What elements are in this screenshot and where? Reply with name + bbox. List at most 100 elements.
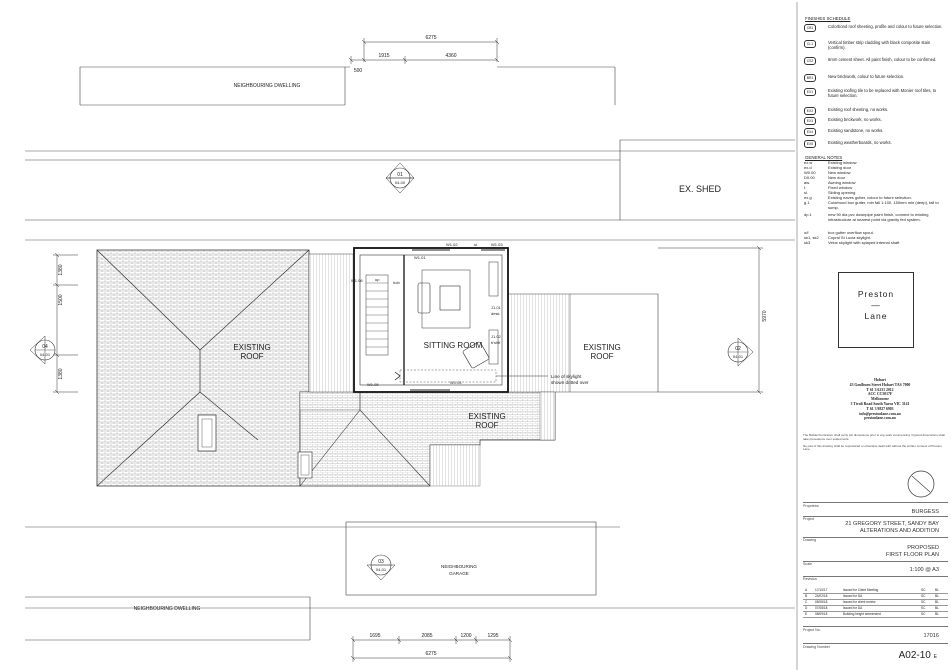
label-j01-desk: desk — [491, 311, 499, 316]
contact-line: T 61 3 6231 2012 — [866, 387, 894, 392]
dim-bottom-c: 1200 — [460, 633, 471, 639]
note-desc: Velux skylight with splayed internal sha… — [828, 240, 900, 245]
disclaimer: The Builder/Contractor shall verify job … — [803, 433, 948, 452]
project-label: Project — [803, 517, 815, 521]
label-ex-shed: EX. SHED — [679, 184, 722, 194]
label-w05: W1.05 — [367, 382, 379, 387]
note-desc: New door — [828, 175, 846, 180]
label-w02: W1.02 — [446, 242, 458, 247]
section-02-num: 02 — [735, 346, 741, 352]
rev-chk: BL — [935, 606, 939, 610]
drawing-label: Drawing — [803, 538, 817, 542]
note-abbrev: sl. — [804, 190, 808, 195]
divider — [803, 502, 948, 503]
section-03-num: 03 — [378, 559, 384, 565]
section-01-ref: 04-00 — [395, 180, 406, 185]
label-existing-roof-right-1: EXISTING — [583, 343, 620, 352]
finish-code: EX2 — [804, 107, 816, 115]
finish-desc: Existing weatherboards, no works. — [828, 140, 892, 145]
rev-by: SC — [921, 612, 926, 616]
label-existing-roof-mid-1: EXISTING — [468, 412, 505, 421]
dim-top-a: 1915 — [378, 53, 389, 59]
rev-desc: Issued for client review — [843, 600, 876, 604]
finish-code: CS2 — [804, 57, 816, 65]
note-abbrev: sk3 — [804, 240, 811, 245]
note-desc: Copral St Lucia skylight. — [828, 235, 871, 240]
title-block: FINISHES SCHEDULE GENERAL NOTES — [800, 0, 951, 672]
section-04-num: 04 — [42, 344, 48, 350]
label-skylight-note-2: shown dotted over — [551, 380, 589, 385]
note-abbrev: aw. — [804, 180, 811, 185]
bottom-dimension — [350, 636, 513, 662]
logo-line-1: Preston — [857, 289, 895, 299]
disclaimer-1: The Builder/Contractor shall verify job … — [803, 433, 945, 441]
rev-letter: E — [805, 612, 808, 616]
finish-code: EX1 — [804, 88, 816, 96]
label-skylight-note-1: Line of skylight — [551, 374, 582, 379]
existing-roof-middle — [297, 391, 556, 487]
neighbouring-dwelling-top — [79, 66, 616, 106]
revision-label: Revision — [803, 577, 817, 581]
dim-bottom-a: 1695 — [369, 633, 380, 639]
label-hob: hob — [393, 280, 400, 285]
dim-left-a: 1380 — [58, 264, 64, 275]
rev-chk: BL — [935, 600, 939, 604]
finish-code: EX4 — [804, 128, 816, 136]
note-abbrev: dp.1 — [804, 212, 812, 217]
boundary-lines — [25, 150, 795, 609]
dim-top-b: 4360 — [445, 53, 456, 59]
divider — [803, 626, 948, 627]
general-notes-title: GENERAL NOTES — [805, 155, 843, 160]
label-existing-roof-right-2: ROOF — [590, 352, 613, 361]
rev-desc: Issued for Client Meeting — [843, 588, 879, 592]
existing-roof-left — [96, 249, 310, 487]
contact-line: ACC CC5017F — [867, 392, 893, 397]
rev-letter: B — [805, 594, 808, 598]
finish-code: BR1 — [804, 74, 816, 82]
note-abbrev: ex.d — [804, 165, 812, 170]
section-marker-02 — [727, 337, 754, 367]
divider — [803, 516, 948, 517]
logo-line-3: Lane — [864, 311, 888, 321]
finishes-title: FINISHES SCHEDULE — [805, 16, 851, 21]
drawing-number-label: Drawing Number — [803, 645, 830, 649]
note-abbrev: ex.g — [804, 195, 812, 200]
dim-left-c: 1380 — [58, 368, 64, 379]
note-abbrev: sk1, sk2 — [804, 235, 819, 240]
contact-line: Melbourne — [871, 397, 889, 402]
section-01-num: 01 — [397, 172, 403, 178]
label-neighbouring-garage-1: NEIGHBOURING — [441, 564, 477, 569]
project-no-label: Project No. — [803, 628, 821, 632]
label-neighbouring-dwelling-bottom: NEIGHBOURING DWELLING — [134, 606, 201, 612]
note-desc: Colorbond box gutter, min fall 1:100, 15… — [828, 200, 939, 210]
rev-date: 08/09/18 — [815, 612, 828, 616]
note-abbrev: D0.00 — [804, 175, 815, 180]
rev-by: SC — [921, 600, 926, 604]
right-dimension — [658, 245, 763, 395]
dim-left-b: 1500 — [58, 294, 64, 305]
section-marker-01 — [385, 162, 415, 194]
note-abbrev: f. — [804, 185, 807, 190]
note-abbrev: W0.00 — [804, 170, 816, 175]
project-no-value: 17016 — [923, 633, 939, 639]
divider — [803, 537, 948, 538]
label-w04: W1.04 — [450, 380, 462, 385]
project-value-1: 21 GREGORY STREET, SANDY BAY — [845, 521, 939, 527]
section-marker-03 — [366, 554, 396, 581]
contact-line: 43 Goulburn Street Hobart TAS 7000 — [849, 382, 911, 387]
contact-line: prestonlane.com.au — [864, 416, 896, 421]
finish-code: CB1 — [804, 24, 816, 32]
note-abbrev: ex.w — [804, 160, 813, 165]
finish-desc: Existing sandstone, no works. — [828, 128, 884, 133]
label-j01: J1.01 — [491, 305, 502, 310]
section-02-ref: 04-01 — [733, 354, 744, 359]
section-04-ref: 04-01 — [40, 352, 51, 357]
finish-code: CL1 — [804, 40, 816, 48]
note-desc: Existing eaves gutter, colour to future … — [828, 195, 912, 200]
